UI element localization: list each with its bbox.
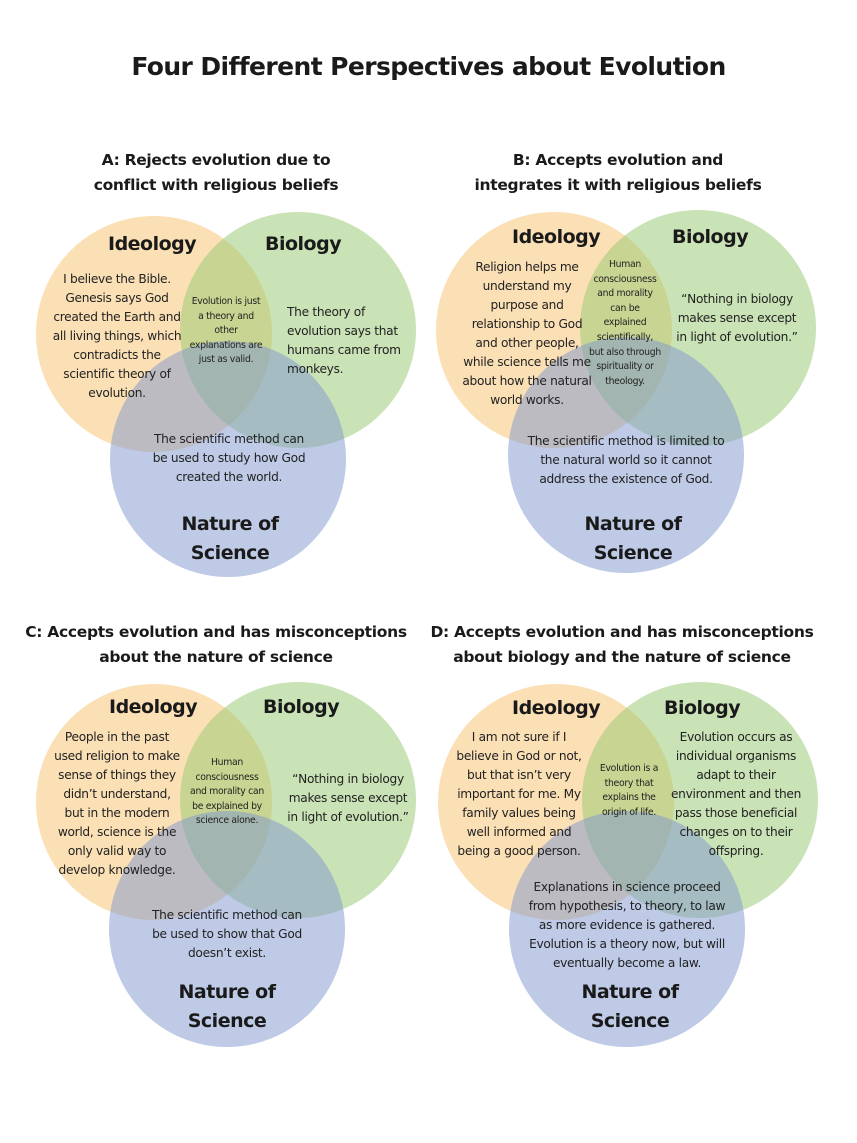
nature-of-science-circle — [508, 337, 744, 573]
ideology-text: I believe the Bible. Genesis says God cr… — [52, 272, 182, 400]
ideology-text: I am not sure if I believe in God or not… — [456, 730, 582, 858]
biology-label: Biology — [265, 233, 342, 255]
nos-label-line1: Nature of — [584, 513, 682, 535]
overlap-center-text: Human consciousness and morality can be … — [190, 757, 264, 827]
nature-of-science-text: The scientific method is limited to the … — [527, 434, 725, 486]
ideology-label: Ideology — [109, 696, 198, 718]
diagram-d-title-line1: D: Accepts evolution and has misconcepti… — [430, 623, 814, 641]
biology-label: Biology — [664, 697, 741, 719]
nature-of-science-circle — [110, 341, 346, 577]
nature-of-science-label: Nature of Science — [563, 510, 703, 568]
ideology-label: Ideology — [108, 233, 197, 255]
nature-of-science-circle — [509, 811, 745, 1047]
nos-label-line1: Nature of — [178, 981, 276, 1003]
ideology-label: Ideology — [512, 697, 601, 719]
nature-of-science-text: The scientific method can be used to sho… — [152, 908, 302, 960]
biology-label: Biology — [263, 696, 340, 718]
diagram-b-title-line2: integrates it with religious beliefs — [474, 176, 762, 194]
nos-label-line2: Science — [593, 542, 673, 564]
overlap-center-text: Human consciousness and morality can be … — [589, 259, 661, 387]
nos-label-line2: Science — [187, 1010, 267, 1032]
nos-label-line2: Science — [590, 1010, 670, 1032]
ideology-label: Ideology — [512, 226, 601, 248]
diagram-a-title-line2: conflict with religious beliefs — [93, 176, 339, 194]
nature-of-science-circle — [109, 811, 345, 1047]
diagram-b-title-line1: B: Accepts evolution and — [512, 151, 724, 169]
nos-label-line2: Science — [190, 542, 270, 564]
nos-label-line1: Nature of — [181, 513, 279, 535]
overlap-center-text: Evolution is just a theory and other exp… — [189, 296, 263, 366]
diagram-c-title: C: Accepts evolution and has misconcepti… — [16, 620, 416, 670]
diagram-c-title-line2: about the nature of science — [99, 648, 333, 666]
nature-of-science-label: Nature of Science — [160, 510, 300, 568]
diagram-a-title-line1: A: Rejects evolution due to — [101, 151, 331, 169]
diagram-b-title: B: Accepts evolution and integrates it w… — [418, 148, 818, 198]
nature-of-science-label: Nature of Science — [560, 978, 700, 1036]
biology-text: The theory of evolution says that humans… — [287, 305, 401, 376]
nature-of-science-text: Explanations in science proceed from hyp… — [528, 880, 726, 970]
biology-label: Biology — [672, 226, 749, 248]
nos-label-line1: Nature of — [581, 981, 679, 1003]
ideology-text: Religion helps me understand my purpose … — [462, 260, 592, 407]
ideology-text: People in the past used religion to make… — [54, 730, 180, 877]
nature-of-science-text: The scientific method can be used to stu… — [152, 432, 306, 484]
overlap-center-text: Evolution is a theory that explains the … — [599, 763, 659, 818]
nature-of-science-label: Nature of Science — [157, 978, 297, 1036]
page-title: Four Different Perspectives about Evolut… — [131, 52, 726, 81]
biology-text: Evolution occurs as individual organisms… — [670, 730, 802, 858]
diagram-c-title-line1: C: Accepts evolution and has misconcepti… — [25, 623, 407, 641]
diagram-a-title: A: Rejects evolution due to conflict wit… — [16, 148, 416, 198]
biology-text: “Nothing in biology makes sense except i… — [287, 772, 409, 824]
diagram-d-title: D: Accepts evolution and has misconcepti… — [422, 620, 822, 670]
biology-text: “Nothing in biology makes sense except i… — [676, 292, 798, 344]
diagram-d-title-line2: about biology and the nature of science — [453, 648, 791, 666]
